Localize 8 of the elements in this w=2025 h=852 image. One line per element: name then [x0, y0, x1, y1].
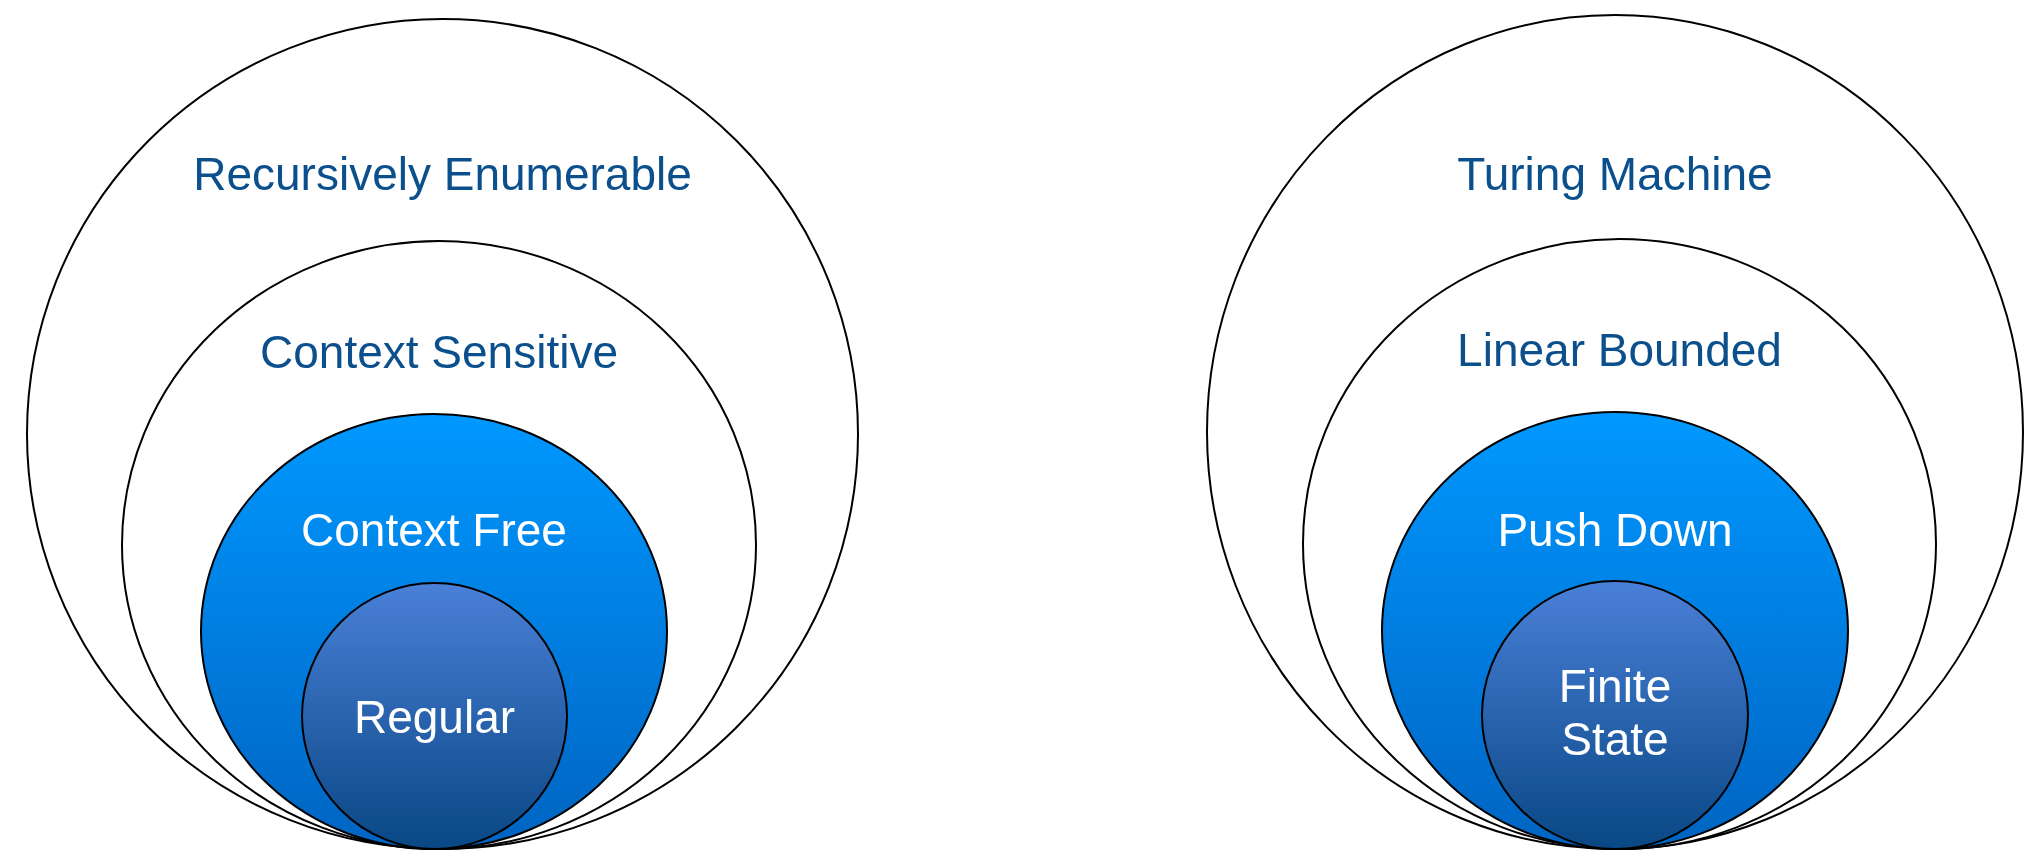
set-label: Context Free	[301, 503, 567, 557]
set-label: Turing Machine	[1457, 147, 1773, 201]
set-label: Push Down	[1497, 503, 1733, 557]
set-label: Regular	[353, 690, 516, 744]
set-label: Context Sensitive	[260, 325, 618, 379]
set-label: Recursively Enumerable	[193, 147, 692, 201]
set-label: Linear Bounded	[1457, 323, 1782, 377]
set-label: Finite State	[1557, 660, 1673, 766]
